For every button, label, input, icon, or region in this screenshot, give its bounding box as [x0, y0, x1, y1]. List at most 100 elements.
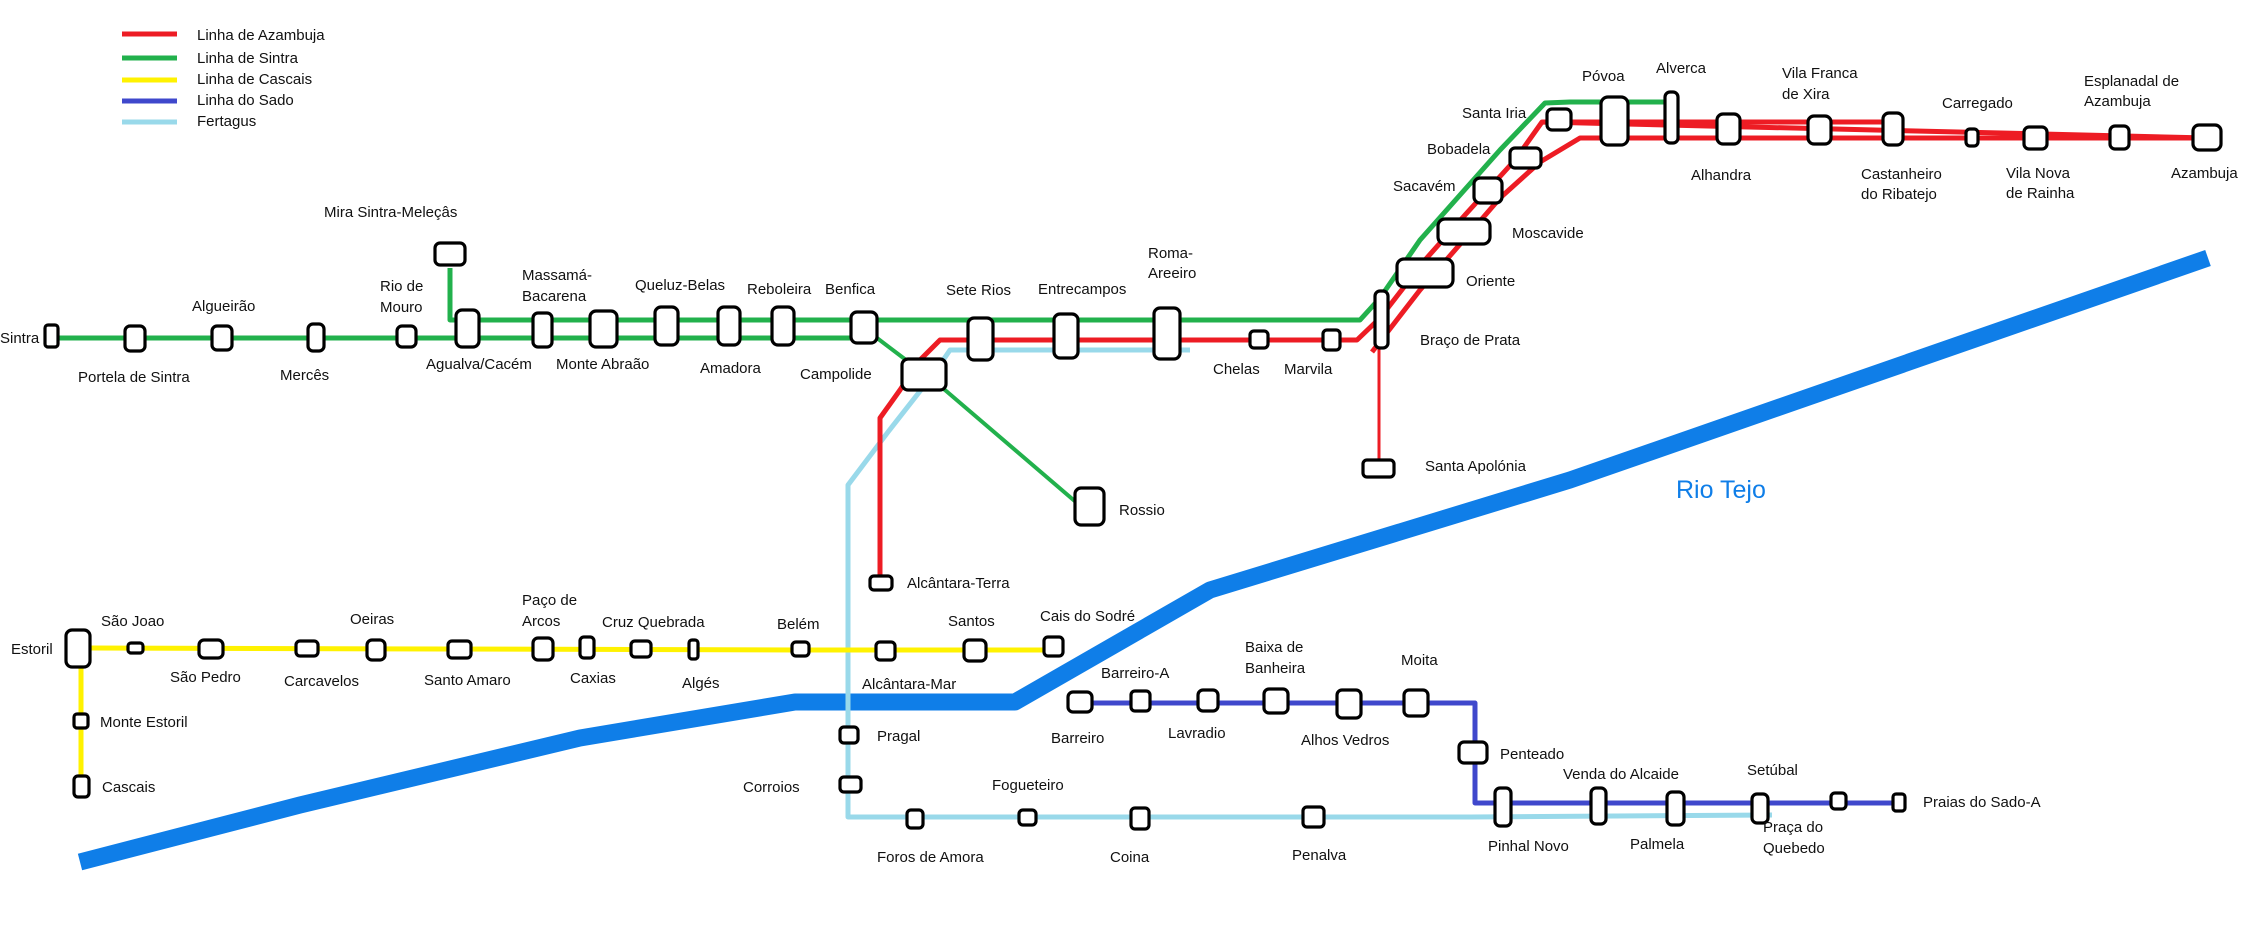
station-oeiras[interactable]: [365, 638, 387, 662]
station-oriente[interactable]: [1395, 257, 1455, 289]
label-monte-abraao: Monte Abraão: [556, 356, 649, 373]
label-povoa: Póvoa: [1582, 68, 1625, 85]
station-setubal[interactable]: [1750, 792, 1770, 825]
station-sacavem[interactable]: [1472, 176, 1504, 205]
label-alhandra: Alhandra: [1691, 167, 1752, 184]
station-sete-rios[interactable]: [966, 316, 995, 362]
station-barreiro[interactable]: [1066, 690, 1094, 714]
station-belem[interactable]: [790, 640, 811, 658]
station-penteado[interactable]: [1457, 740, 1489, 765]
station-palmela[interactable]: [1665, 790, 1686, 827]
label-santos: Santos: [948, 613, 995, 630]
label-cais-do-sodre: Cais do Sodré: [1040, 608, 1135, 625]
label-rio-de-mouro-2: Mouro: [380, 299, 423, 316]
label-santa-iria: Santa Iria: [1462, 105, 1527, 122]
label-oriente: Oriente: [1466, 273, 1515, 290]
label-azambuja: Azambuja: [2171, 165, 2238, 182]
station-sao-joao[interactable]: [126, 641, 145, 655]
station-praias-do-sado[interactable]: [1891, 792, 1907, 813]
station-mira-sintra[interactable]: [433, 241, 467, 267]
label-vila-franca-2: de Xira: [1782, 86, 1830, 103]
station-fogueteiro[interactable]: [1017, 808, 1038, 827]
station-portela-de-sintra[interactable]: [123, 324, 147, 353]
station-alhandra[interactable]: [1715, 112, 1742, 146]
station-reboleira[interactable]: [770, 305, 796, 347]
station-sintra[interactable]: [43, 323, 60, 349]
station-algueirao[interactable]: [210, 324, 234, 352]
station-santos[interactable]: [962, 638, 988, 663]
station-moita[interactable]: [1402, 688, 1430, 718]
station-benfica[interactable]: [849, 310, 879, 345]
label-sao-joao: São Joao: [101, 613, 164, 630]
station-bobadela[interactable]: [1508, 146, 1543, 170]
station-pinhal-novo[interactable]: [1493, 786, 1513, 828]
station-paco-de-arcos[interactable]: [531, 636, 555, 662]
station-caxias[interactable]: [578, 635, 596, 660]
station-corroios[interactable]: [838, 775, 863, 794]
label-caxias: Caxias: [570, 670, 616, 687]
station-monte-abraao[interactable]: [588, 309, 619, 349]
station-alcantara-terra[interactable]: [868, 574, 894, 592]
station-esplanadal[interactable]: [2108, 124, 2131, 151]
label-moita: Moita: [1401, 652, 1438, 669]
label-penteado: Penteado: [1500, 746, 1564, 763]
station-braco-de-prata[interactable]: [1373, 289, 1390, 350]
station-alverca[interactable]: [1663, 90, 1680, 145]
station-baixa-banheira[interactable]: [1262, 687, 1290, 715]
label-barreiro: Barreiro: [1051, 730, 1104, 747]
station-massama[interactable]: [531, 311, 554, 349]
label-marvila: Marvila: [1284, 361, 1333, 378]
station-alhos-vedros[interactable]: [1335, 688, 1363, 720]
station-vila-franca[interactable]: [1806, 114, 1833, 146]
station-cascais[interactable]: [72, 774, 91, 799]
stations: [43, 90, 2223, 831]
station-merces[interactable]: [306, 322, 326, 353]
station-lavradio[interactable]: [1196, 688, 1220, 713]
legend-label-azambuja: Linha de Azambuja: [197, 27, 325, 44]
station-queluz-belas[interactable]: [653, 305, 680, 347]
station-carcavelos[interactable]: [294, 639, 320, 658]
station-alcantara-mar[interactable]: [874, 640, 897, 662]
station-entrecampos[interactable]: [1052, 312, 1080, 360]
label-moscavide: Moscavide: [1512, 225, 1584, 242]
station-santo-amaro[interactable]: [446, 639, 473, 660]
station-venda-do-alcaide[interactable]: [1589, 786, 1608, 826]
station-penalva[interactable]: [1301, 805, 1326, 829]
station-povoa[interactable]: [1599, 95, 1630, 147]
station-sao-pedro[interactable]: [197, 638, 225, 660]
station-santa-apolonia[interactable]: [1361, 458, 1396, 479]
station-santa-iria[interactable]: [1545, 107, 1573, 132]
station-amadora[interactable]: [716, 305, 742, 347]
label-penalva: Penalva: [1292, 847, 1347, 864]
label-sintra: Sintra: [0, 330, 40, 347]
station-cruz-quebrada[interactable]: [629, 639, 653, 659]
station-estoril[interactable]: [64, 628, 92, 669]
station-moscavide[interactable]: [1436, 217, 1492, 246]
label-cascais: Cascais: [102, 779, 155, 796]
station-chelas[interactable]: [1248, 329, 1270, 350]
station-monte-estoril[interactable]: [72, 712, 90, 730]
station-rio-de-mouro[interactable]: [395, 324, 418, 349]
label-amadora: Amadora: [700, 360, 762, 377]
station-foros-de-amora[interactable]: [905, 808, 925, 830]
station-campolide[interactable]: [900, 357, 948, 392]
station-castanheiro[interactable]: [1881, 111, 1905, 147]
station-agualva-cacem[interactable]: [454, 308, 481, 349]
label-praca-do-quebedo-2: Quebedo: [1763, 840, 1825, 857]
label-chelas: Chelas: [1213, 361, 1260, 378]
label-alcantara-terra: Alcântara-Terra: [907, 575, 1010, 592]
station-vila-nova-rainha[interactable]: [2022, 125, 2049, 151]
river-tejo: [77, 249, 2211, 871]
station-praca-do-quebedo[interactable]: [1829, 791, 1848, 811]
station-rossio[interactable]: [1073, 486, 1106, 527]
station-carregado[interactable]: [1964, 127, 1980, 148]
station-coina[interactable]: [1129, 806, 1151, 831]
station-marvila[interactable]: [1321, 328, 1342, 352]
station-azambuja[interactable]: [2191, 123, 2223, 152]
station-alges[interactable]: [687, 638, 700, 661]
station-roma-areeiro[interactable]: [1152, 306, 1182, 361]
station-cais-do-sodre[interactable]: [1042, 635, 1065, 658]
station-pragal[interactable]: [838, 725, 860, 745]
station-barreiro-a[interactable]: [1129, 689, 1152, 713]
